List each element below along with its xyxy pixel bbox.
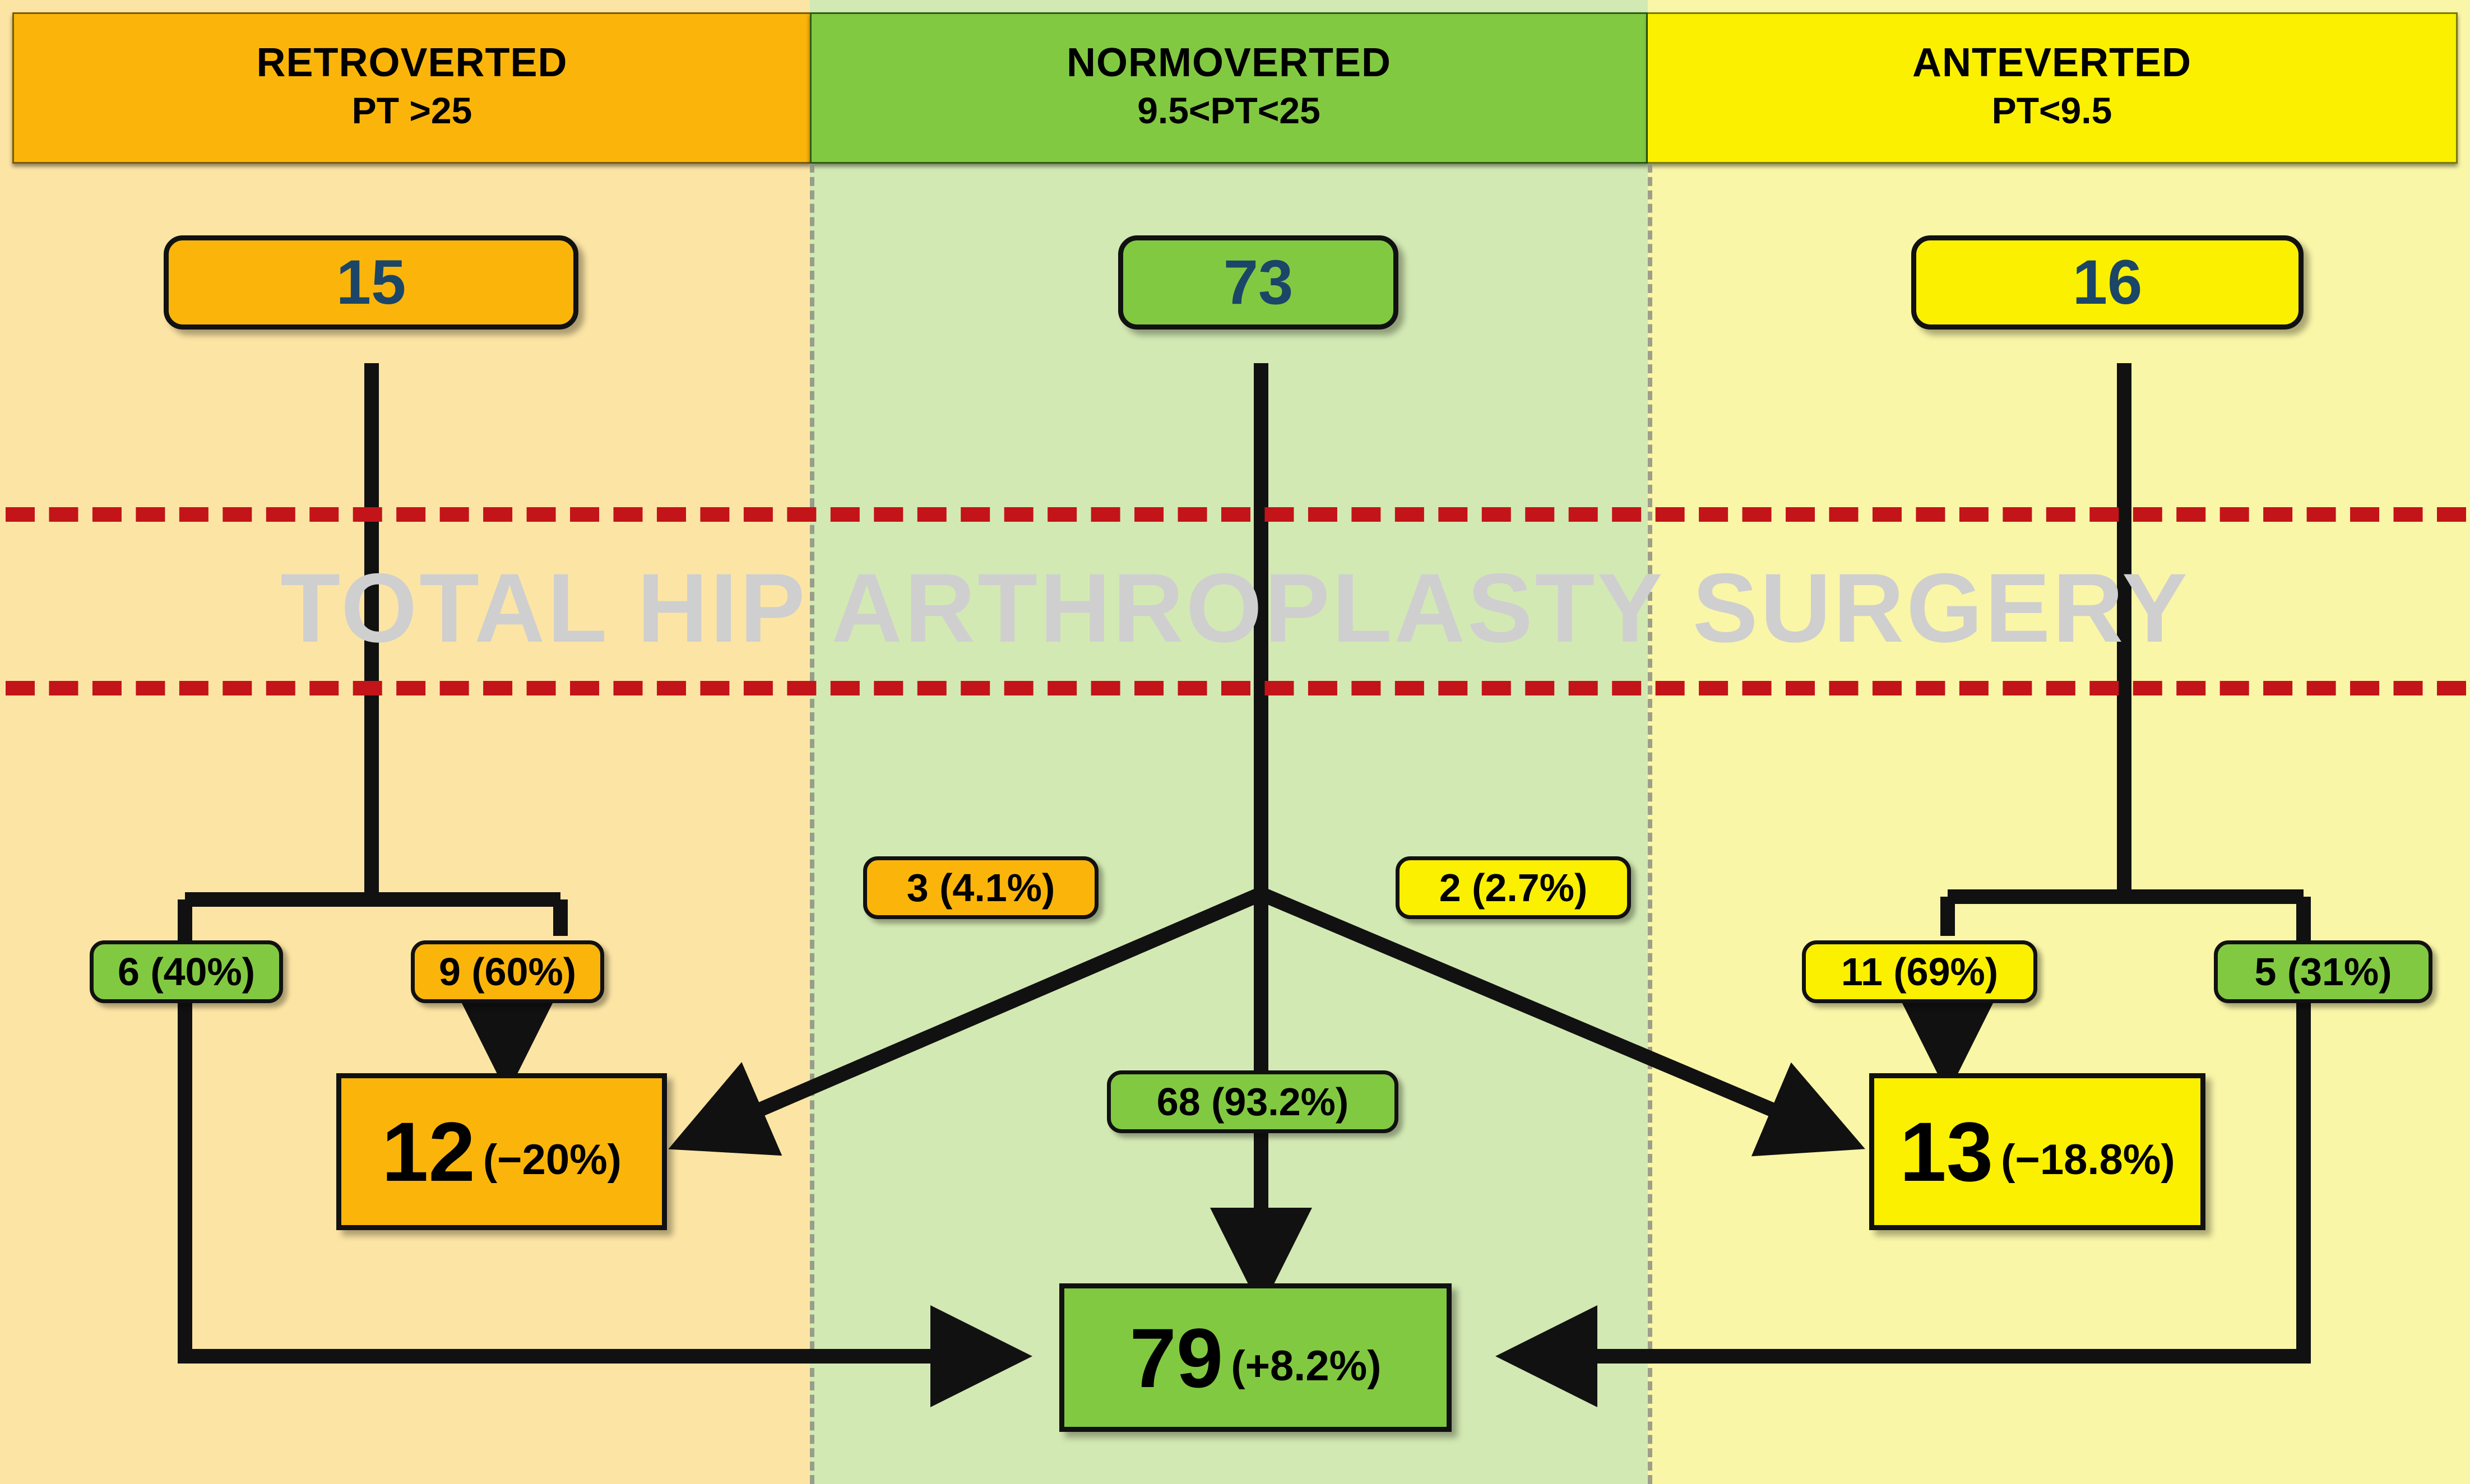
postop-result-anteverted-count: 13 [1899, 1105, 1994, 1199]
transition-ante-to-normo[interactable]: 5 (31%) [2214, 940, 2432, 1003]
surgery-line-bottom [6, 681, 2466, 695]
wire-ante-to-79 [1495, 1003, 2311, 1407]
column-header-anteverted: ANTEVERTED PT<9.5 [1648, 12, 2458, 164]
column-title-retroverted: RETROVERTED [256, 40, 568, 86]
preop-count-retroverted-value: 15 [336, 247, 406, 317]
postop-result-normoverted[interactable]: 79 (+8.2%) [1059, 1283, 1452, 1432]
preop-count-anteverted-value: 16 [2072, 247, 2143, 317]
preop-count-anteverted[interactable]: 16 [1911, 235, 2304, 330]
postop-result-normoverted-delta: (+8.2%) [1231, 1342, 1382, 1390]
preop-count-normoverted[interactable]: 73 [1118, 235, 1398, 330]
wire-normo-to-retro [668, 887, 1264, 1156]
transition-retro-to-normo-label: 6 (40%) [117, 950, 256, 994]
column-criterion-normoverted: 9.5<PT<25 [1137, 90, 1320, 132]
transition-normo-to-normo[interactable]: 68 (93.2%) [1107, 1070, 1398, 1133]
column-header-row: RETROVERTED PT >25 NORMOVERTED 9.5<PT<25… [0, 12, 2470, 164]
postop-result-retroverted-delta: (−20%) [483, 1136, 622, 1184]
column-header-retroverted: RETROVERTED PT >25 [12, 12, 810, 164]
column-header-normoverted: NORMOVERTED 9.5<PT<25 [810, 12, 1648, 164]
transition-normo-to-ante-label: 2 (2.7%) [1439, 866, 1588, 910]
wire-normo-to-ante [1258, 887, 1865, 1157]
transition-normo-to-normo-label: 68 (93.2%) [1156, 1080, 1349, 1124]
column-title-normoverted: NORMOVERTED [1066, 40, 1392, 86]
column-title-anteverted: ANTEVERTED [1912, 40, 2192, 86]
postop-result-anteverted[interactable]: 13 (−18.8%) [1869, 1073, 2205, 1230]
postop-result-anteverted-delta: (−18.8%) [2001, 1136, 2175, 1184]
transition-normo-to-retro[interactable]: 3 (4.1%) [863, 856, 1099, 919]
transition-retro-to-retro-label: 9 (60%) [438, 950, 577, 994]
transition-ante-to-ante-label: 11 (69%) [1841, 950, 1999, 994]
column-divider-right [1648, 164, 1652, 1484]
surgery-line-top [6, 507, 2466, 522]
preop-count-retroverted[interactable]: 15 [164, 235, 578, 330]
postop-result-normoverted-count: 79 [1129, 1310, 1224, 1405]
postop-result-retroverted[interactable]: 12 (−20%) [336, 1073, 667, 1230]
preop-count-normoverted-value: 73 [1223, 247, 1294, 317]
postop-result-retroverted-count: 12 [382, 1105, 475, 1199]
wire-retro-to-79 [178, 1003, 1032, 1407]
column-criterion-retroverted: PT >25 [351, 90, 472, 132]
column-criterion-anteverted: PT<9.5 [1991, 90, 2112, 132]
transition-normo-to-retro-label: 3 (4.1%) [906, 866, 1055, 910]
transition-ante-to-normo-label: 5 (31%) [2254, 950, 2392, 994]
transition-retro-to-retro[interactable]: 9 (60%) [411, 940, 604, 1003]
column-divider-left [810, 164, 814, 1484]
transition-normo-to-ante[interactable]: 2 (2.7%) [1396, 856, 1631, 919]
transition-retro-to-normo[interactable]: 6 (40%) [90, 940, 283, 1003]
transition-ante-to-ante[interactable]: 11 (69%) [1802, 940, 2037, 1003]
